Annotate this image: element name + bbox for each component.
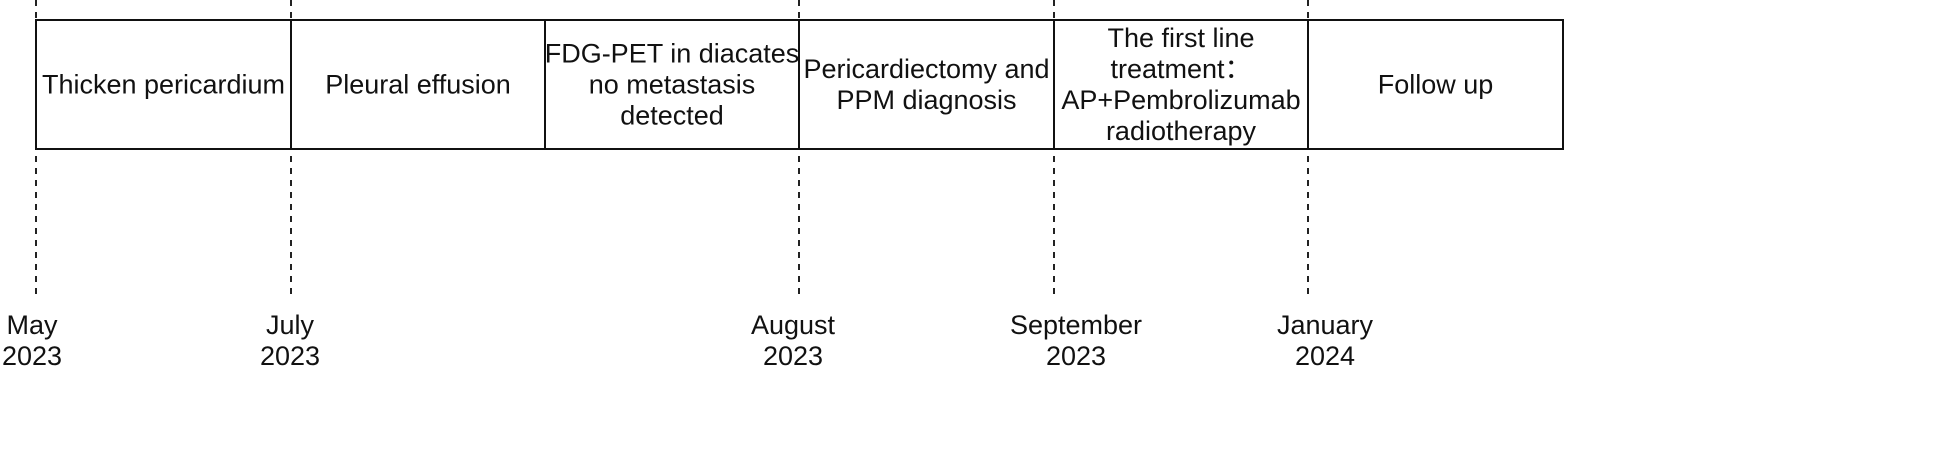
- stage-label-line: Follow up: [1378, 70, 1494, 100]
- stage-label-line: FDG-PET in diacates: [545, 39, 800, 69]
- date-year: 2023: [2, 341, 62, 371]
- date-year: 2023: [763, 341, 823, 371]
- date-year: 2024: [1295, 341, 1355, 371]
- stage-labels: Thicken pericardium Pleural effusion FDG-P…: [42, 23, 1493, 146]
- date-month: May: [6, 310, 58, 340]
- date-month: August: [751, 310, 836, 340]
- stage-label: Follow up: [1378, 70, 1494, 100]
- stage-label-line: treatment：: [1110, 54, 1251, 84]
- stage-boxes: [35, 19, 1564, 150]
- stage-label-line: Pericardiectomy and: [803, 54, 1049, 84]
- date-month: July: [266, 310, 315, 340]
- stage-label-line: no metastasis: [589, 70, 756, 100]
- stage-label-line: AP+Pembrolizumab: [1061, 85, 1300, 115]
- stage-label: Thicken pericardium: [42, 70, 285, 100]
- stage-label: Pleural effusion: [325, 70, 511, 100]
- stage-label-line: PPM diagnosis: [836, 85, 1016, 115]
- stage-label-line: The first line: [1107, 23, 1254, 53]
- stage-label-line: Thicken pericardium: [42, 70, 285, 100]
- date-month: September: [1010, 310, 1142, 340]
- stage-label-line: Pleural effusion: [325, 70, 511, 100]
- date-year: 2023: [1046, 341, 1106, 371]
- stage-label-line: radiotherapy: [1106, 116, 1257, 146]
- stage-label-line: detected: [620, 101, 724, 131]
- date-month: January: [1277, 310, 1374, 340]
- date-year: 2023: [260, 341, 320, 371]
